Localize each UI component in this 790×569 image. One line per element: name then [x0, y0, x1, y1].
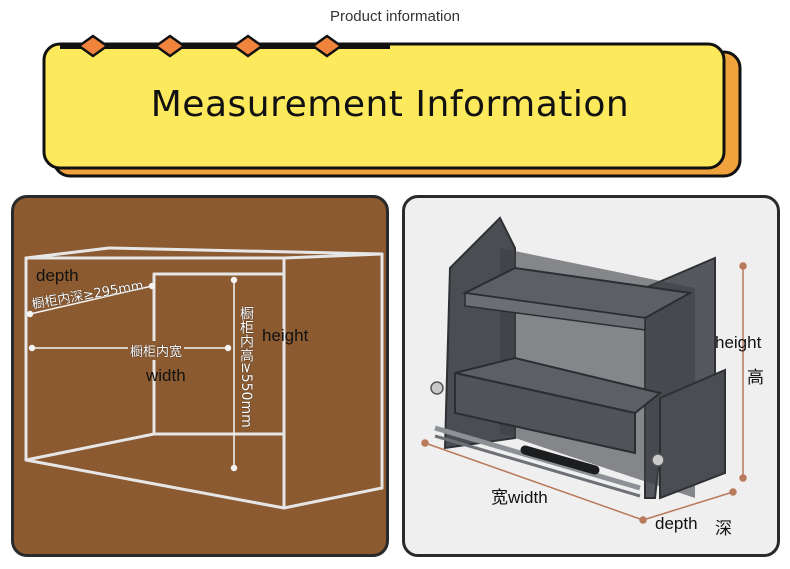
- height-label: height: [715, 333, 762, 352]
- width-label: width: [146, 366, 186, 385]
- height-cn-label: 高: [747, 368, 764, 387]
- diamond-icon: [153, 34, 187, 58]
- product-dimension-panel: height 高 宽width depth 深: [402, 195, 780, 557]
- height-spec: 橱柜内高≥550mm: [238, 306, 254, 428]
- depth-label: depth: [36, 266, 79, 285]
- width-spec: 橱柜内宽: [128, 341, 185, 360]
- width-label: 宽width: [491, 488, 548, 507]
- page-title: Measurement Information: [150, 84, 630, 125]
- height-label: height: [262, 326, 309, 345]
- pull-out-basket-illustration: [421, 216, 747, 524]
- depth-cn-label: 深: [715, 519, 732, 538]
- diamond-icon: [76, 34, 110, 58]
- banner-graphic: [42, 34, 742, 178]
- cabinet-dimension-panel: depth 橱柜内深≥295mm 橱柜内宽 width 橱柜内高≥550mm h…: [11, 195, 389, 557]
- subtitle: Product information: [329, 8, 461, 25]
- diamond-icon: [231, 34, 265, 58]
- cabinet-wireframe: [24, 246, 384, 510]
- diamond-icon: [310, 34, 344, 58]
- depth-label: depth: [655, 514, 698, 533]
- banner-top-rail: [60, 43, 390, 49]
